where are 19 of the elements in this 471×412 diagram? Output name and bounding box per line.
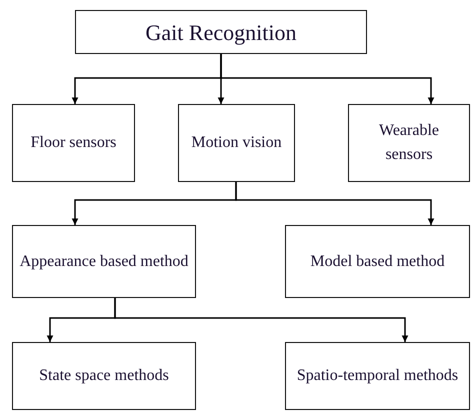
arrow (220, 54, 434, 104)
process-box (12, 342, 196, 410)
arrow (114, 298, 408, 342)
node-label: Appearance based method (20, 252, 188, 272)
process-box (75, 10, 367, 54)
node-label: Wearable sensors (378, 121, 440, 165)
process-box (12, 104, 135, 182)
process-box (285, 342, 470, 410)
node-label: Gait Recognition (146, 18, 296, 47)
process-box (178, 104, 295, 182)
node-label: Motion vision (191, 133, 282, 153)
node-label: Floor sensors (30, 133, 116, 153)
process-box (285, 225, 470, 298)
process-box (348, 104, 470, 182)
node-label: Model based method (310, 252, 445, 272)
process-box (12, 225, 196, 298)
arrow (235, 182, 434, 225)
node-label: State space methods (39, 366, 169, 386)
node-label: Spatio-temporal methods (296, 366, 458, 386)
